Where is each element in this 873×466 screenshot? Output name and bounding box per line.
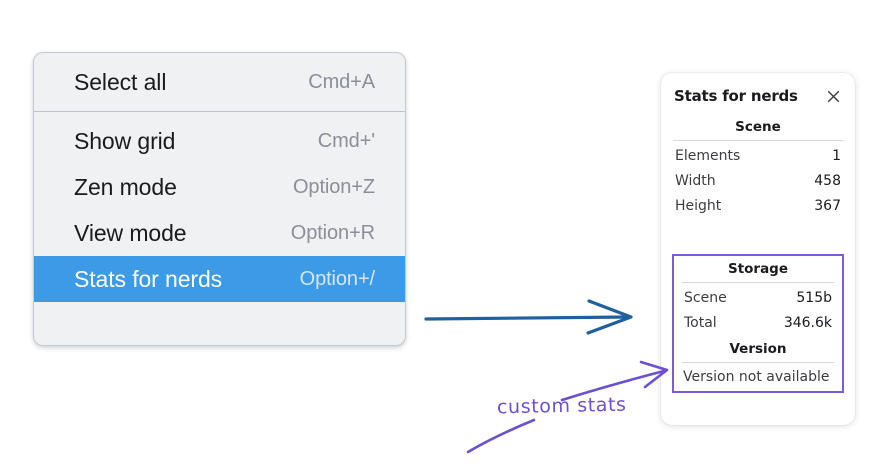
stat-value: 1 [832, 148, 841, 164]
custom-stats-outlined-box: Storage Scene 515b Total 346.6k Version … [672, 254, 844, 393]
stat-value: 458 [814, 172, 841, 189]
menu-item-label: Zen mode [74, 173, 177, 200]
menu-item-show-grid[interactable]: Show grid Cmd+' [34, 118, 405, 164]
divider [682, 282, 834, 283]
stat-row: Total 346.6k [681, 311, 835, 336]
scene-section-heading: Scene [735, 119, 781, 135]
stat-key: Scene [684, 290, 727, 306]
purple-arrow-icon [560, 360, 669, 402]
divider [673, 140, 843, 141]
menu-item-label: Stats for nerds [74, 265, 223, 292]
version-section-heading: Version [729, 340, 787, 357]
storage-section-heading: Storage [727, 261, 789, 277]
stat-row: Height 367 [672, 194, 844, 219]
menu-group-1: Select all Cmd+A [34, 53, 405, 112]
stat-row: Scene 515b [681, 286, 835, 311]
menu-item-label: View mode [74, 219, 187, 246]
blue-arrow-icon [424, 299, 633, 335]
menu-item-stats-for-nerds[interactable]: Stats for nerds Option+/ [34, 256, 405, 302]
stat-row: Width 458 [672, 169, 844, 194]
menu-item-label: Show grid [74, 127, 176, 154]
menu-item-select-all[interactable]: Select all Cmd+A [34, 59, 405, 105]
purple-underline-stroke-icon [466, 418, 536, 454]
stat-row: Elements 1 [672, 144, 844, 169]
menu-item-label: Select all [74, 68, 167, 95]
menu-item-shortcut: Option+Z [292, 175, 375, 198]
menu-item-shortcut: Option+/ [299, 267, 375, 290]
divider [682, 361, 834, 363]
handwritten-annotation-label: custom stats [496, 393, 627, 419]
context-menu: Select all Cmd+A Show grid Cmd+' Zen mod… [33, 52, 406, 346]
close-icon[interactable] [825, 88, 842, 105]
menu-item-zen-mode[interactable]: Zen mode Option+Z [34, 164, 405, 210]
stats-panel-header: Stats for nerds [672, 73, 844, 113]
stat-value: 515b [796, 290, 832, 306]
stats-for-nerds-panel: Stats for nerds Scene Elements 1 Width 4… [661, 73, 855, 425]
stat-value: 346.6k [783, 314, 832, 331]
stat-key: Total [684, 314, 717, 331]
menu-item-shortcut: Option+R [290, 221, 375, 244]
stat-key: Elements [675, 148, 741, 164]
stat-key: Width [675, 172, 716, 189]
menu-item-view-mode[interactable]: View mode Option+R [34, 210, 405, 256]
stat-value: 367 [814, 197, 841, 214]
menu-group-2: Show grid Cmd+' Zen mode Option+Z View m… [34, 112, 405, 308]
menu-item-shortcut: Cmd+' [317, 129, 375, 152]
stats-panel-title: Stats for nerds [674, 87, 798, 105]
version-value: Version not available [683, 368, 830, 385]
stat-key: Height [675, 197, 722, 214]
menu-item-shortcut: Cmd+A [308, 70, 375, 93]
